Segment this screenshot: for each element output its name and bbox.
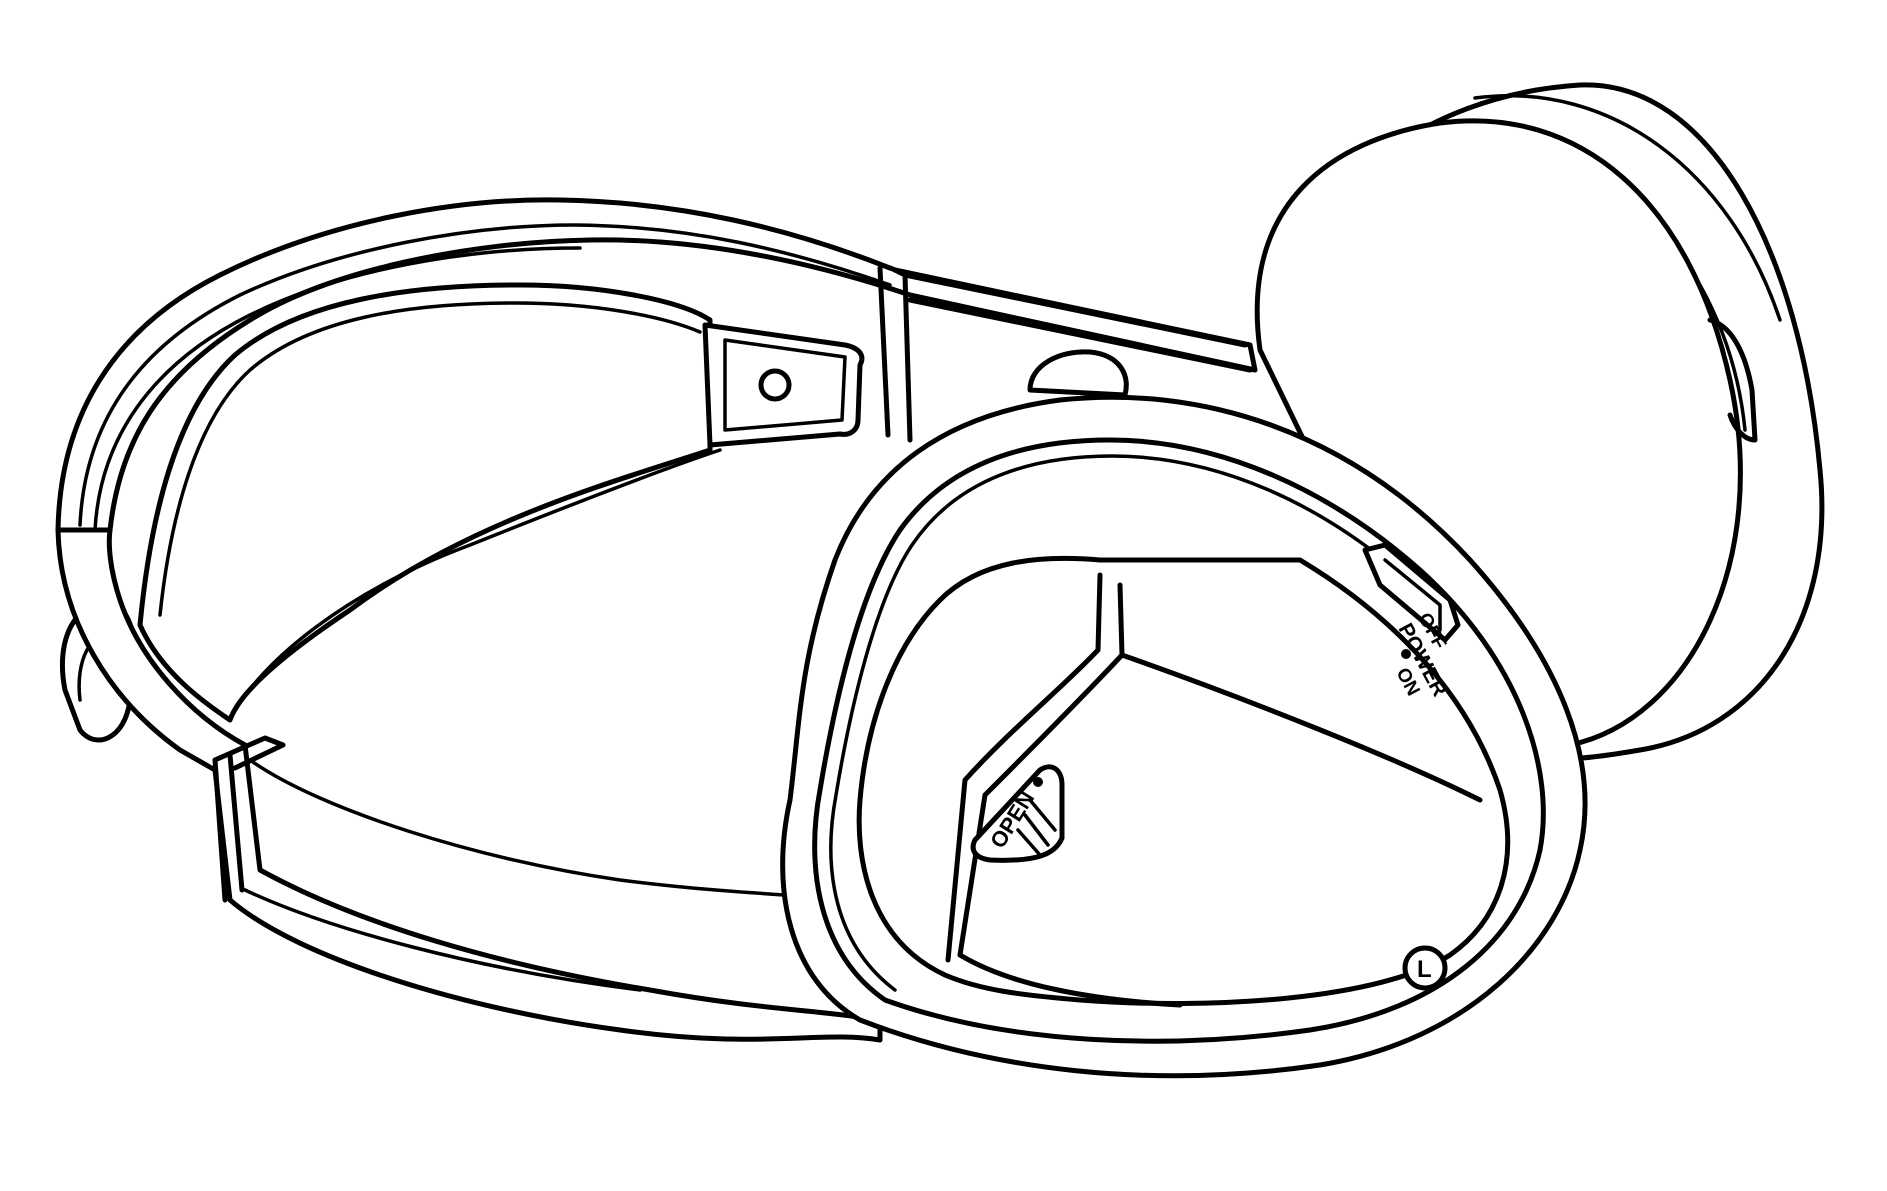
side-label: L — [1417, 956, 1432, 983]
power-indicator-dot — [1401, 649, 1411, 659]
headband-outer — [55, 197, 1258, 533]
left-ear-cup: OPEN L POWER OFF ON — [780, 394, 1588, 1079]
headband-pad — [137, 282, 713, 723]
power-switch — [1362, 542, 1461, 643]
left-ear-cup-face — [856, 555, 1511, 1007]
slider-screw — [758, 368, 792, 402]
side-marker-circle — [1402, 945, 1448, 991]
right-pivot-bump — [1027, 349, 1129, 398]
